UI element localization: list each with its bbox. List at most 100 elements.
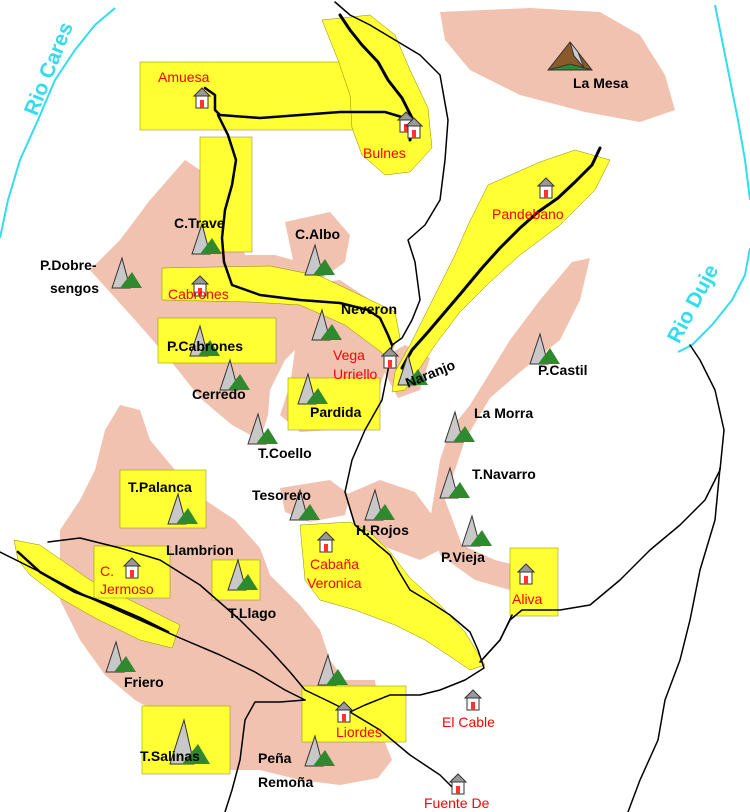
track-pandebano <box>400 146 602 370</box>
track-veronica <box>344 344 485 713</box>
hut-icons <box>122 87 556 795</box>
place-label-fuente-de: Fuente De <box>424 795 490 811</box>
place-label-jermoso-2: Jermoso <box>100 581 154 597</box>
place-label-vega-urriello-2: Urriello <box>333 366 378 382</box>
mountain-icon <box>219 358 250 391</box>
place-label-liordes: Liordes <box>336 724 382 740</box>
mountain-icon <box>247 412 278 445</box>
tracks <box>0 1 725 812</box>
mountain-icon <box>317 653 348 686</box>
zone-veronica <box>299 521 486 671</box>
terrain-c-albo <box>285 212 350 280</box>
place-label-cabana-veronica-1: Cabaña <box>310 556 360 572</box>
track-east-south <box>627 467 721 812</box>
mountain-icon <box>397 353 428 386</box>
peak-label-cerredo: Cerredo <box>192 386 246 402</box>
mountain-icon <box>111 256 142 289</box>
hut-icon <box>122 557 142 579</box>
river-duje <box>677 4 750 353</box>
hut-icon <box>334 701 354 723</box>
peak-label-p-vieja: P.Vieja <box>441 549 485 565</box>
peak-label-t-salinas: T.Salinas <box>140 748 200 764</box>
place-label-pandebano: Pandebano <box>492 206 564 222</box>
hut-icon <box>380 347 400 369</box>
place-label-cabrones: Cabrones <box>168 286 229 302</box>
track-fuente-de <box>349 711 456 791</box>
peak-label-p-dobresengos-1: P.Dobre- <box>40 257 97 273</box>
mountain-icon <box>289 488 320 521</box>
place-label-vega-urriello-1: Vega <box>333 347 365 363</box>
mountain-icon <box>304 243 335 276</box>
track-main-north <box>334 1 449 346</box>
mountain-icon <box>444 410 475 443</box>
peak-label-llambrion: Llambrion <box>166 542 234 558</box>
place-label-amuesa: Amuesa <box>158 69 210 85</box>
mountain-icon <box>169 718 210 765</box>
hut-icon <box>536 177 556 199</box>
peak-label-t-navarro: T.Navarro <box>472 466 536 482</box>
hut-icon <box>448 773 468 795</box>
track-amuesa <box>203 86 407 120</box>
peak-base <box>547 63 593 71</box>
rivers <box>0 4 750 353</box>
peak-label-friero: Friero <box>124 674 164 690</box>
track-east-loop <box>479 344 725 663</box>
peak-icons <box>105 222 560 767</box>
hut-icon <box>316 531 336 553</box>
track-liordes-south <box>224 699 306 812</box>
hut-icon <box>404 117 424 139</box>
hut-icon <box>516 563 536 585</box>
zone-aliva <box>509 547 559 617</box>
mountain-icon <box>311 308 342 341</box>
hut-icon <box>192 87 212 109</box>
river-cares <box>0 7 116 239</box>
place-label-el-cable: El Cable <box>442 714 495 730</box>
mountain-icon <box>227 558 258 591</box>
mountain-icon <box>297 372 328 405</box>
hut-icon <box>463 689 483 711</box>
track-west-2 <box>16 550 170 634</box>
zone-bulnes <box>321 14 433 176</box>
hut-icon <box>190 275 210 297</box>
peak-label-pena-remona-1: Peña <box>258 750 292 766</box>
mountain-icon <box>304 734 335 767</box>
track-bulnes <box>338 13 414 142</box>
peak-label-h-rojos: H.Rojos <box>356 522 409 538</box>
mountain-icon <box>105 640 136 673</box>
place-label-aliva: Aliva <box>512 591 543 607</box>
mountain-icon <box>364 488 395 521</box>
mountain-icon <box>191 222 222 255</box>
mountain-icon <box>167 492 198 525</box>
peak-label-la-morra: La Morra <box>474 405 534 421</box>
mountain-icon <box>439 466 470 499</box>
track-amuesa-south <box>216 113 394 347</box>
peak-label-t-llago: T.Llago <box>228 605 277 621</box>
place-label-cabana-veronica-2: Veronica <box>307 575 362 591</box>
peak-label-p-castil: P.Castil <box>538 362 588 378</box>
peak-label-tesorero: Tesorero <box>252 487 311 503</box>
track-aliva-branch <box>479 614 513 663</box>
peak-label-t-palanca: T.Palanca <box>128 479 192 495</box>
mountain-icon <box>461 514 492 547</box>
peak-label-p-cabrones: P.Cabrones <box>167 338 243 354</box>
peak-markers <box>546 41 594 71</box>
track-west-3 <box>47 537 351 713</box>
mountain-icon <box>529 332 560 365</box>
peak-label-pardida: Pardida <box>310 404 362 420</box>
zone-amuesa <box>139 61 361 131</box>
peak-label-neveron: Neveron <box>341 301 398 317</box>
mountain-icon <box>189 324 220 357</box>
zone-pandebano <box>391 149 611 393</box>
place-label-bulnes: Bulnes <box>363 145 406 161</box>
zone-trave-corridor <box>199 136 253 253</box>
peak-label-t-coello: T.Coello <box>258 445 312 461</box>
peak-label-c-trave: C.Trave <box>174 215 225 231</box>
peak-label-la-mesa: La Mesa <box>573 75 629 91</box>
peak-label-c-albo: C.Albo <box>295 226 341 242</box>
peak-label-pena-remona-2: Remoña <box>258 774 314 790</box>
mountain-icon-la-mesa <box>546 41 594 71</box>
place-label-jermoso-1: C. <box>100 563 114 579</box>
peak-label-p-dobresengos-2: sengos <box>50 280 100 296</box>
